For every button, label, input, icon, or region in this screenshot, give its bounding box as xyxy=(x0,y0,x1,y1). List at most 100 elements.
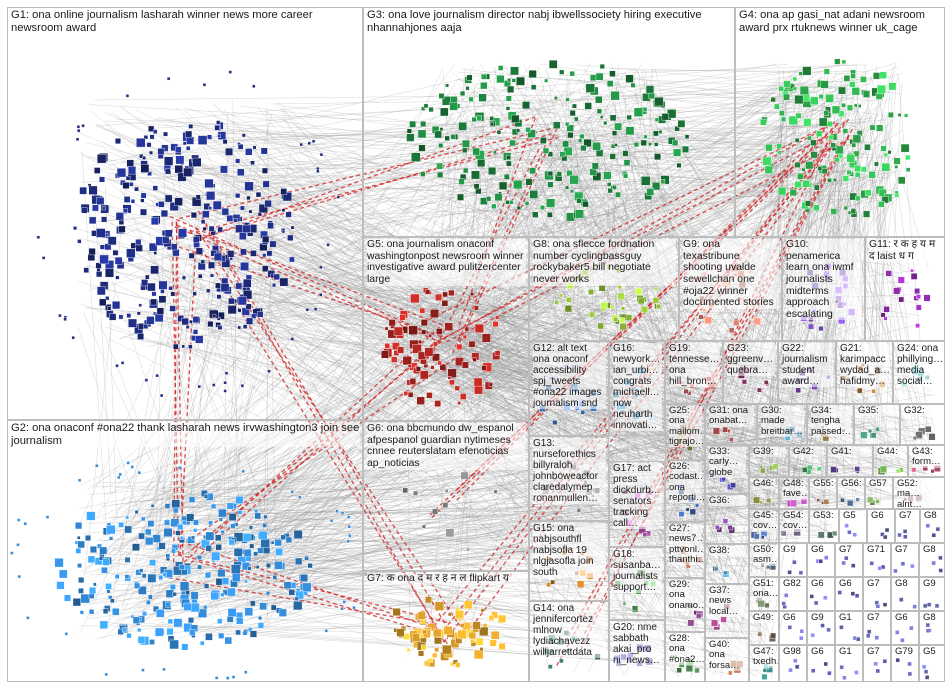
edge xyxy=(98,319,214,612)
small-group-panel: G1 xyxy=(835,645,863,682)
edge xyxy=(94,64,813,579)
edge xyxy=(105,185,117,517)
node xyxy=(457,193,464,201)
node xyxy=(220,530,225,534)
group-panel-g16: G16: newyork… ian_urbi… congrats michael… xyxy=(609,341,665,436)
small-group-panel: G7 xyxy=(863,611,891,645)
group-panel-g37: G37: news local… xyxy=(705,584,749,638)
edge xyxy=(223,313,627,649)
node xyxy=(346,515,351,519)
edge xyxy=(543,127,817,363)
node xyxy=(574,209,584,219)
node xyxy=(231,675,236,679)
node xyxy=(181,344,185,349)
edge xyxy=(260,232,714,472)
node xyxy=(88,587,97,595)
edge xyxy=(253,204,483,372)
edge xyxy=(504,108,802,114)
node xyxy=(204,572,211,579)
node xyxy=(449,102,458,111)
node xyxy=(152,129,158,134)
edge xyxy=(458,78,751,362)
edge xyxy=(461,111,486,329)
node xyxy=(170,243,178,251)
edge xyxy=(869,75,929,267)
node xyxy=(565,97,570,102)
node xyxy=(143,135,149,140)
node xyxy=(75,137,80,142)
node xyxy=(237,143,244,150)
node xyxy=(257,311,264,318)
node xyxy=(123,196,131,203)
node xyxy=(140,164,150,173)
node xyxy=(580,144,587,152)
node xyxy=(240,384,245,388)
small-group-panel: G7 xyxy=(863,645,891,682)
node xyxy=(217,226,223,233)
node xyxy=(834,157,840,163)
edge xyxy=(829,95,882,369)
group-panel-g47: G47: txedh… xyxy=(749,645,779,682)
node xyxy=(123,208,128,213)
edge xyxy=(186,129,804,147)
node xyxy=(244,181,254,191)
edge xyxy=(282,235,455,370)
group-label-g28: G28: ona #ona2… xyxy=(669,633,705,665)
node xyxy=(548,59,558,69)
node xyxy=(450,134,456,140)
edge xyxy=(425,119,828,335)
node xyxy=(205,545,212,552)
edge xyxy=(81,151,108,534)
group-label-g35: G35: xyxy=(858,405,897,417)
edge xyxy=(226,306,414,323)
node xyxy=(654,117,660,122)
edge xyxy=(123,336,873,495)
node xyxy=(274,561,283,570)
edge xyxy=(241,578,737,624)
node xyxy=(591,162,599,170)
edge xyxy=(139,149,489,576)
edge xyxy=(220,154,559,467)
group-panel-g33: G33: carly… globe xyxy=(705,445,749,494)
small-group-label: G9 xyxy=(811,612,832,624)
node xyxy=(96,153,107,164)
node xyxy=(622,173,629,179)
edge xyxy=(158,162,451,167)
group-panel-g38: G38: xyxy=(705,544,749,584)
group-panel-g54: G54: cov… xyxy=(779,509,809,543)
node xyxy=(148,125,155,132)
edge xyxy=(457,119,924,508)
node xyxy=(146,600,151,605)
group-panel-g26: G26: codast… ona reporti… xyxy=(665,460,705,522)
edge xyxy=(171,197,898,221)
edge xyxy=(428,344,676,675)
edge xyxy=(199,133,552,240)
node xyxy=(118,225,126,233)
node xyxy=(245,148,253,156)
node xyxy=(79,610,84,615)
node xyxy=(208,206,212,210)
node xyxy=(239,205,245,211)
node xyxy=(137,586,147,595)
edge xyxy=(689,112,879,434)
group-label-g26: G26: codast… ona reporti… xyxy=(669,461,705,503)
group-label-g48: G48: fave… xyxy=(783,478,809,500)
edge xyxy=(112,485,648,603)
group-label-g17: G17: act press dickdurb… senators tracki… xyxy=(613,463,662,529)
edge xyxy=(184,107,463,191)
group-label-g46: G46: xyxy=(753,478,776,490)
group-label-g2: G2: ona onaconf #ona22 thank lasharah ne… xyxy=(11,422,360,448)
node xyxy=(506,154,512,160)
edge xyxy=(276,597,685,614)
node xyxy=(262,523,267,528)
node xyxy=(87,555,96,563)
edge xyxy=(125,310,400,352)
node xyxy=(250,250,257,257)
group-label-g33: G33: carly… globe xyxy=(709,446,746,478)
edge xyxy=(219,124,554,633)
node xyxy=(409,120,417,128)
node xyxy=(288,589,295,596)
edge xyxy=(414,294,568,394)
node xyxy=(539,137,547,144)
group-label-g44: G44: xyxy=(877,446,905,458)
